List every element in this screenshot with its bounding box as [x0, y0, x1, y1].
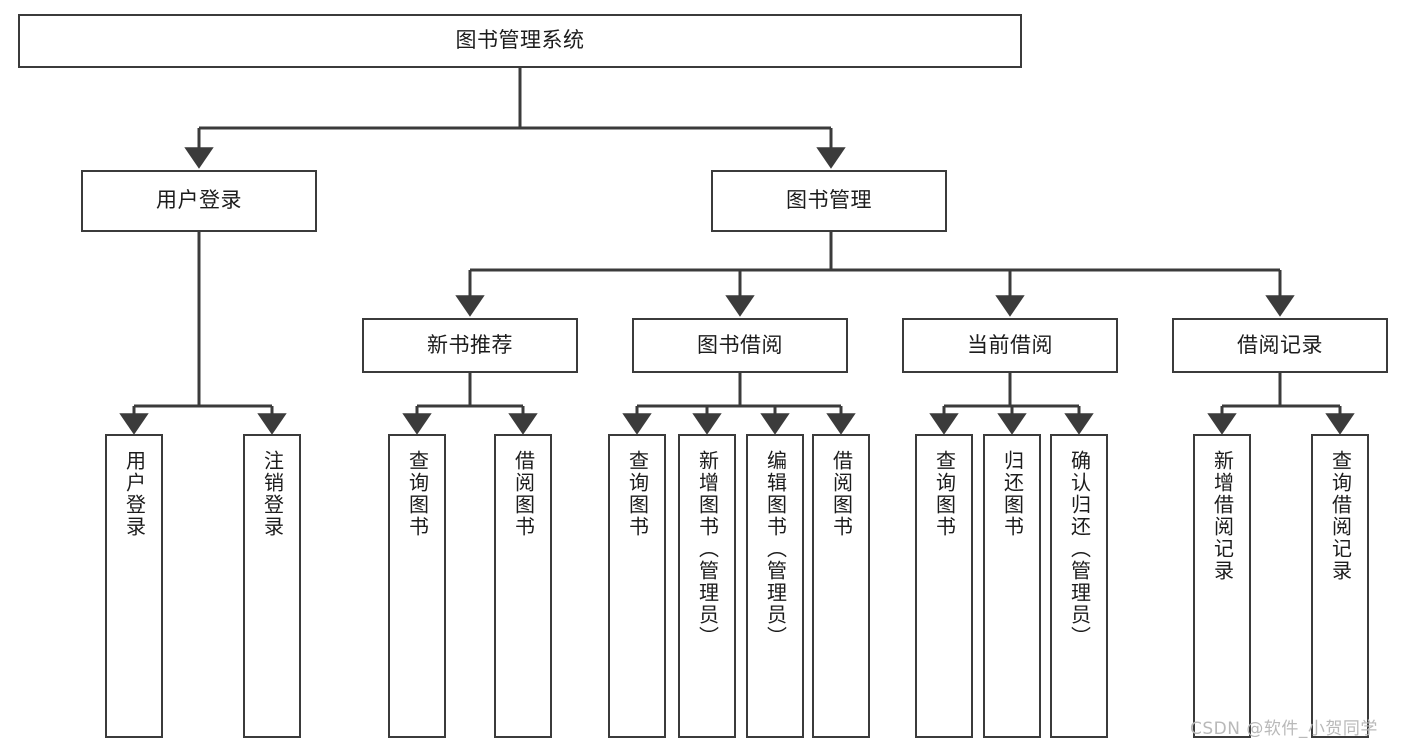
node-leaf-query-book-1-label: 查询图书 — [405, 450, 430, 538]
node-leaf-return-book[interactable]: 归还图书 — [983, 434, 1041, 738]
node-borrow-record-label: 借阅记录 — [1237, 332, 1323, 357]
node-leaf-user-login-label: 用户登录 — [122, 450, 147, 538]
node-root-label: 图书管理系统 — [455, 28, 585, 53]
node-user-login-label: 用户登录 — [156, 188, 242, 213]
node-leaf-query-book-3-label: 查询图书 — [932, 450, 957, 538]
node-leaf-add-borrow-record[interactable]: 新增借阅记录 — [1193, 434, 1251, 738]
node-leaf-edit-book-admin[interactable]: 编辑图书（管理员） — [746, 434, 804, 738]
node-leaf-borrow-book-1[interactable]: 借阅图书 — [494, 434, 552, 738]
node-leaf-query-borrow-record-label: 查询借阅记录 — [1328, 450, 1353, 582]
node-leaf-query-book-2[interactable]: 查询图书 — [608, 434, 666, 738]
node-leaf-return-book-label: 归还图书 — [1000, 450, 1025, 538]
node-leaf-add-book-admin-label: 新增图书（管理员） — [695, 450, 720, 648]
node-new-book-recommend-label: 新书推荐 — [427, 332, 513, 357]
node-leaf-query-book-3[interactable]: 查询图书 — [915, 434, 973, 738]
node-leaf-logout-login-label: 注销登录 — [260, 450, 285, 538]
node-borrow-record[interactable]: 借阅记录 — [1172, 318, 1388, 373]
node-leaf-confirm-return-admin-label: 确认归还（管理员） — [1067, 450, 1092, 648]
node-leaf-borrow-book-1-label: 借阅图书 — [511, 450, 536, 538]
node-root[interactable]: 图书管理系统 — [18, 14, 1022, 68]
node-leaf-confirm-return-admin[interactable]: 确认归还（管理员） — [1050, 434, 1108, 738]
node-current-borrow-label: 当前借阅 — [967, 332, 1053, 357]
node-leaf-add-borrow-record-label: 新增借阅记录 — [1210, 450, 1235, 582]
node-leaf-add-book-admin[interactable]: 新增图书（管理员） — [678, 434, 736, 738]
node-user-login[interactable]: 用户登录 — [81, 170, 317, 232]
node-current-borrow[interactable]: 当前借阅 — [902, 318, 1118, 373]
node-book-borrow[interactable]: 图书借阅 — [632, 318, 848, 373]
node-leaf-borrow-book-2[interactable]: 借阅图书 — [812, 434, 870, 738]
node-leaf-query-book-2-label: 查询图书 — [625, 450, 650, 538]
node-new-book-recommend[interactable]: 新书推荐 — [362, 318, 578, 373]
node-leaf-user-login[interactable]: 用户登录 — [105, 434, 163, 738]
csdn-watermark: CSDN @软件_小贺同学 — [1190, 719, 1378, 739]
node-leaf-borrow-book-2-label: 借阅图书 — [829, 450, 854, 538]
node-book-management[interactable]: 图书管理 — [711, 170, 947, 232]
node-leaf-logout-login[interactable]: 注销登录 — [243, 434, 301, 738]
node-leaf-query-borrow-record[interactable]: 查询借阅记录 — [1311, 434, 1369, 738]
node-book-management-label: 图书管理 — [786, 188, 872, 213]
node-book-borrow-label: 图书借阅 — [697, 332, 783, 357]
node-leaf-query-book-1[interactable]: 查询图书 — [388, 434, 446, 738]
node-leaf-edit-book-admin-label: 编辑图书（管理员） — [763, 450, 788, 648]
